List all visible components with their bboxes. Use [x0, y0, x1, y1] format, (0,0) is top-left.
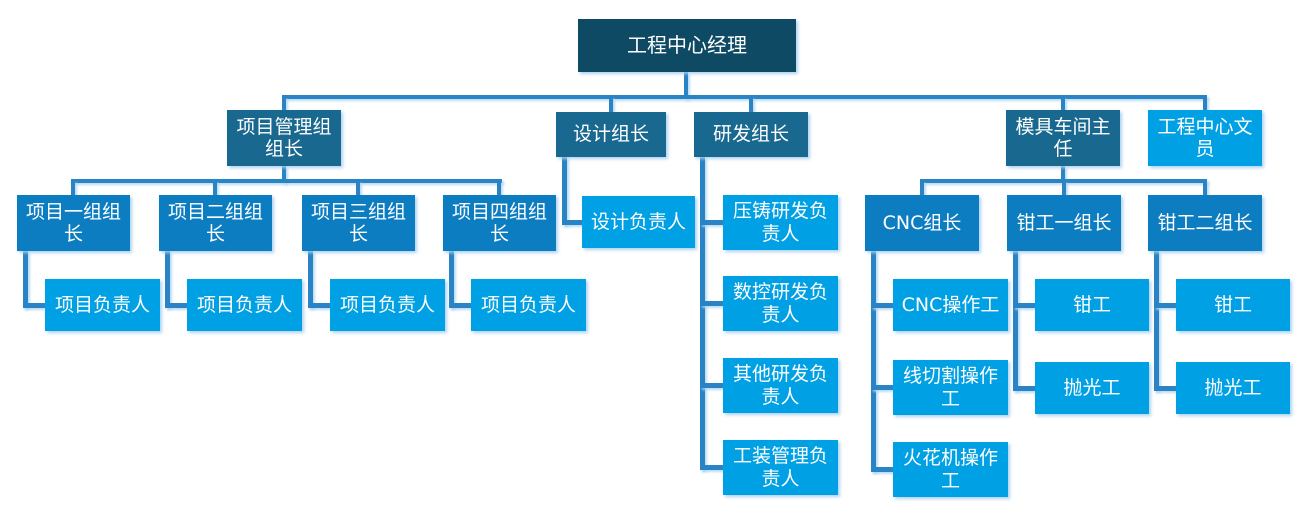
- node-design-group-leader: 设计组长: [556, 112, 666, 157]
- node-engineering-center-manager: 工程中心经理: [578, 19, 796, 72]
- connector-segment: [23, 303, 45, 308]
- node-project-lead-1: 项目负责人: [45, 279, 160, 331]
- node-design-lead: 设计负责人: [582, 196, 695, 248]
- connector-segment: [871, 303, 893, 308]
- connector-segment: [1154, 251, 1159, 391]
- connector-segment: [749, 97, 753, 112]
- connector-segment: [71, 181, 75, 195]
- connector-segment: [684, 72, 688, 99]
- connector-segment: [700, 465, 723, 470]
- connector-segment: [871, 251, 876, 472]
- connector-segment: [1203, 97, 1207, 110]
- node-project-group2-leader: 项目二组组 长: [159, 195, 272, 251]
- node-cnc-operator: CNC操作工: [893, 279, 1008, 331]
- connector-segment: [871, 467, 893, 472]
- connector-segment: [449, 303, 471, 308]
- connector-segment: [1203, 181, 1207, 195]
- connector-segment: [1013, 251, 1018, 391]
- node-project-group1-leader: 项目一组组 长: [17, 195, 130, 251]
- connector-segment: [1013, 386, 1035, 391]
- connector-segment: [1154, 386, 1176, 391]
- connector-segment: [1061, 97, 1065, 110]
- node-polisher-2: 抛光工: [1176, 362, 1290, 414]
- node-project-group3-leader: 项目三组组 长: [302, 195, 415, 251]
- connector-segment: [700, 157, 705, 470]
- node-edm-operator: 火花机操作 工: [893, 442, 1008, 497]
- connector-segment: [609, 97, 613, 112]
- connector-segment: [700, 383, 723, 388]
- connector-segment: [1062, 181, 1066, 195]
- node-project-group4-leader: 项目四组组 长: [443, 195, 556, 251]
- node-tooling-management-lead: 工装管理负 责人: [723, 440, 838, 495]
- node-project-lead-3: 项目负责人: [330, 279, 445, 331]
- connector-segment: [1013, 303, 1035, 308]
- connector-segment: [562, 220, 582, 225]
- node-engineering-center-clerk: 工程中心文 员: [1148, 110, 1262, 166]
- connector-segment: [165, 251, 170, 308]
- connector-segment: [700, 220, 723, 225]
- connector-segment: [213, 181, 217, 195]
- connector-segment: [1061, 166, 1065, 183]
- connector-segment: [1154, 303, 1176, 308]
- connector-segment: [497, 181, 501, 195]
- node-die-casting-rd-lead: 压铸研发负 责人: [723, 195, 838, 250]
- connector-segment: [449, 251, 454, 308]
- node-mold-workshop-director: 模具车间主 任: [1006, 110, 1120, 166]
- connector-segment: [700, 301, 723, 306]
- connector-segment: [356, 181, 360, 195]
- node-cnc-rd-lead: 数控研发负 责人: [723, 276, 838, 331]
- connector-segment: [562, 157, 567, 225]
- node-fitter-group1-leader: 钳工一组长: [1007, 195, 1121, 251]
- connector-segment: [871, 385, 893, 390]
- node-project-lead-2: 项目负责人: [187, 279, 302, 331]
- node-fitter-1: 钳工: [1035, 279, 1149, 331]
- node-other-rd-lead: 其他研发负 责人: [723, 358, 838, 413]
- connector-segment: [282, 95, 1207, 99]
- connector-segment: [165, 303, 187, 308]
- node-project-management-group-leader: 项目管理组 组长: [227, 110, 341, 166]
- connector-segment: [308, 303, 330, 308]
- connector-segment: [308, 251, 313, 308]
- connector-segment: [920, 181, 924, 195]
- connector-segment: [23, 251, 28, 308]
- node-wire-cut-operator: 线切割操作 工: [893, 360, 1008, 415]
- connector-segment: [282, 97, 286, 110]
- connector-segment: [71, 179, 502, 183]
- node-fitter-2: 钳工: [1176, 279, 1290, 331]
- node-fitter-group2-leader: 钳工二组长: [1148, 195, 1262, 251]
- node-cnc-group-leader: CNC组长: [865, 195, 979, 251]
- node-rd-group-leader: 研发组长: [694, 112, 808, 157]
- node-polisher-1: 抛光工: [1035, 362, 1149, 414]
- connector-segment: [282, 166, 286, 183]
- node-project-lead-4: 项目负责人: [471, 279, 586, 331]
